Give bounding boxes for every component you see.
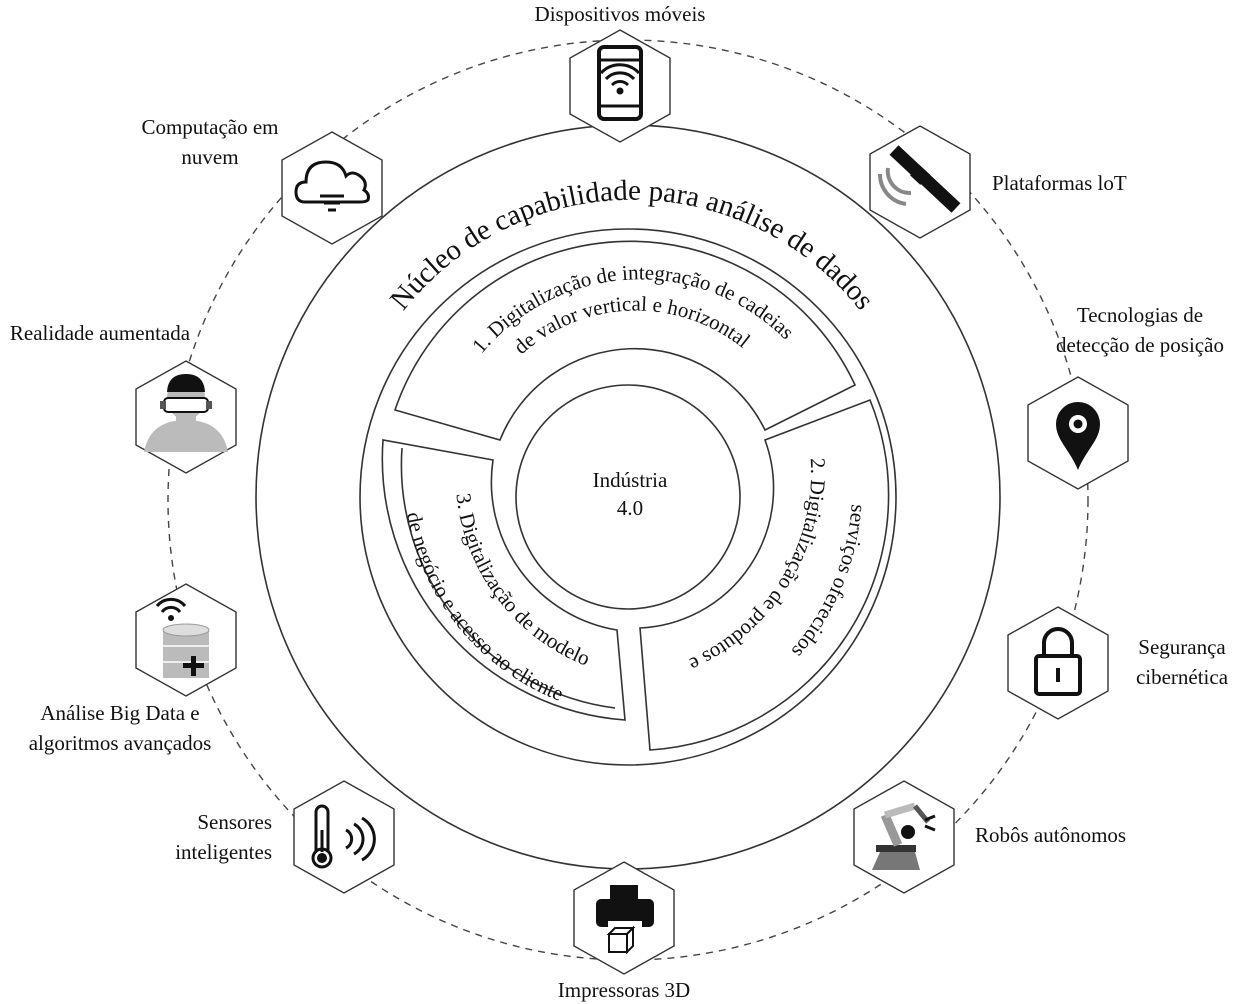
tech-mobile: Dispositivos móveis [535, 2, 706, 143]
tech-printers-label: Impressoras 3D [558, 978, 690, 1002]
segment-1 [393, 240, 857, 441]
tech-sensors-label-1: Sensores [197, 810, 272, 834]
tech-bigdata-label-2: algoritmos avançados [29, 731, 212, 755]
vr-headset-person-icon [144, 374, 228, 452]
tech-robots: Robôs autônomos [853, 780, 1126, 894]
technology-orbit [167, 39, 1089, 961]
tech-cloud-label-1: Computação em [141, 115, 278, 139]
hex-frame [281, 131, 383, 245]
hex-frame [569, 29, 671, 143]
center-title-line-2: 4.0 [617, 496, 643, 520]
tech-iot-label: Plataformas loT [992, 171, 1127, 195]
segment-3 [381, 439, 626, 721]
tech-sensors-label-2: inteligentes [175, 840, 272, 864]
tech-security: Segurança cibernética [1007, 606, 1229, 720]
tech-mobile-label: Dispositivos móveis [535, 2, 706, 26]
tech-security-label-2: cibernética [1136, 665, 1229, 689]
inner-ring [515, 384, 741, 610]
tech-security-label-1: Segurança [1138, 635, 1226, 659]
smartphone-wifi-icon [597, 45, 643, 121]
map-pin-icon [1056, 402, 1100, 470]
segment-2 [639, 398, 890, 751]
center-title-line-1: Indústria [593, 468, 668, 492]
tech-ar: Realidade aumentada [10, 321, 237, 474]
hex-frame [293, 780, 395, 894]
cloud-wifi-icon [294, 160, 370, 212]
tech-position: Tecnologias de detecção de posição [1027, 303, 1224, 490]
tech-position-label-2: detecção de posição [1056, 333, 1224, 357]
thermometer-sensor-icon [311, 804, 376, 869]
satellite-icon [877, 145, 961, 213]
tech-ar-label: Realidade aumentada [10, 321, 191, 345]
tech-printers: Impressoras 3D [558, 861, 690, 1002]
hex-frame [1007, 606, 1109, 720]
tech-iot: Plataformas loT [869, 125, 1127, 239]
tech-position-label-1: Tecnologias de [1077, 303, 1203, 327]
core-ring [359, 228, 897, 766]
database-wifi-icon [155, 597, 210, 678]
segment-3-inner-line [400, 447, 616, 709]
tech-cloud-label-2: nuvem [181, 145, 238, 169]
tech-sensors: Sensores inteligentes [175, 780, 395, 894]
printer-3d-icon [596, 885, 654, 955]
tech-cloud: Computação em nuvem [141, 115, 383, 245]
padlock-icon [1034, 627, 1082, 696]
tech-bigdata-label-1: Análise Big Data e [40, 701, 199, 725]
tech-robots-label: Robôs autônomos [975, 823, 1126, 847]
robot-arm-icon [872, 802, 936, 870]
tech-bigdata: Análise Big Data e algoritmos avançados [29, 583, 237, 755]
